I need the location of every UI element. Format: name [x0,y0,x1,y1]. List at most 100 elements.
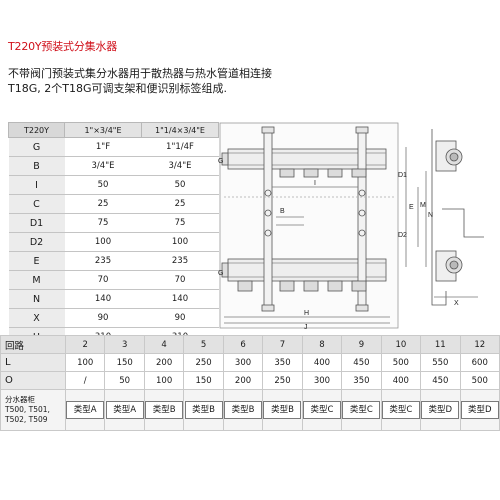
length-o-value: 50 [104,371,145,390]
spec-value: 100 [141,232,219,252]
spec-label: X [8,308,65,328]
cabinet-type-cell: 类型C [301,389,343,431]
spec-value: 100 [64,232,142,252]
spec-header-size-1: 1"×3/4"E [64,122,142,138]
length-o-value: 500 [459,371,500,390]
spec-value: 75 [64,213,142,233]
spec-label: M [8,270,65,290]
cabinet-type-label-line-2: T500, T501, [5,405,50,414]
spec-value: 25 [64,194,142,214]
cabinet-type-cell: 类型C [380,389,422,431]
spec-value: 3/4"E [141,156,219,176]
cabinet-type-badge: 类型C [342,401,381,419]
spec-value: 50 [141,175,219,195]
spec-label: C [8,194,65,214]
length-l-value: 600 [459,353,500,372]
spec-value: 3/4"E [64,156,142,176]
spec-label: N [8,289,65,309]
dim-m: M [420,202,426,209]
dim-g-bottom: G [218,270,223,277]
length-o-value: 350 [341,371,382,390]
spec-value: 25 [141,194,219,214]
length-o-value: 450 [420,371,461,390]
cabinet-type-cell: 类型D [420,389,461,431]
dim-h: H [304,310,309,317]
spec-label: E [8,251,65,271]
cabinet-type-cell: 类型A [64,389,106,431]
circuit-count: 2 [64,335,106,354]
circuit-table: 回路 2 3 4 5 6 7 8 9 10 11 12 L 100 150 20… [0,335,500,431]
spec-value: 140 [64,289,142,309]
circuit-count: 6 [222,335,264,354]
product-description: 不带阀门预装式集分水器用于散热器与热水管道相连接 T18G, 2个T18G可调支… [8,66,488,96]
circuits-label: 回路 [0,335,66,354]
cabinet-type-cell: 类型B [262,389,303,431]
dim-i: I [314,180,316,187]
spec-value: 70 [64,270,142,290]
length-l-value: 300 [222,353,264,372]
circuit-count: 3 [104,335,145,354]
length-l-value: 100 [64,353,106,372]
length-o-value: 300 [301,371,343,390]
length-o-value: 200 [222,371,264,390]
dim-d2: D2 [398,232,407,239]
length-l-value: 500 [380,353,422,372]
spec-value: 90 [141,308,219,328]
length-l-value: 450 [341,353,382,372]
length-l-value: 400 [301,353,343,372]
spec-header-size-2: 1"1/4×3/4"E [141,122,219,138]
circuit-count: 4 [143,335,185,354]
cabinet-type-cell: 类型B [183,389,224,431]
circuit-count: 10 [380,335,422,354]
cabinet-type-badge: 类型B [145,401,184,419]
cabinet-type-cell: 类型B [143,389,185,431]
description-line-2: T18G, 2个T18G可调支架和便识别标签组成. [8,82,227,95]
circuit-count: 8 [301,335,343,354]
cabinet-type-cell: 类型C [341,389,382,431]
spec-value: 235 [141,251,219,271]
spec-label: G [8,137,65,157]
length-o-value: 150 [183,371,224,390]
spec-value: 1"1/4F [141,137,219,157]
dim-g-top: G [218,158,223,165]
cabinet-type-cell: 类型A [104,389,145,431]
length-l-value: 200 [143,353,185,372]
length-l-value: 350 [262,353,303,372]
cabinet-type-label: 分水器柜 T500, T501, T502, T509 [0,389,66,431]
description-line-1: 不带阀门预装式集分水器用于散热器与热水管道相连接 [8,67,272,80]
cabinet-type-badge: 类型C [302,401,341,419]
length-o-value: 250 [262,371,303,390]
length-o-label: O [0,371,66,390]
length-o-value: 100 [143,371,185,390]
spec-value: 70 [141,270,219,290]
manifold-technical-drawing: G G B I D1 D2 E H J M N X [218,122,484,331]
cabinet-type-label-line-3: T502, T509 [5,415,48,424]
dim-n: N [428,212,433,219]
spec-value: 140 [141,289,219,309]
spec-header-model: T220Y [8,122,65,138]
cabinet-type-badge: 类型A [66,401,105,419]
cabinet-type-row: 分水器柜 T500, T501, T502, T509 类型A 类型A 类型B … [0,389,500,431]
dim-e: E [409,204,414,211]
spec-value: 1"F [64,137,142,157]
cabinet-type-label-line-1: 分水器柜 [5,395,35,404]
length-l-value: 550 [420,353,461,372]
spec-value: 50 [64,175,142,195]
circuit-count: 11 [420,335,461,354]
length-o-row: O / 50 100 150 200 250 300 350 400 450 5… [0,371,500,390]
cabinet-type-badge: 类型B [263,401,302,419]
dim-x: X [454,300,459,307]
spec-header-row: T220Y 1"×3/4"E 1"1/4×3/4"E [8,122,219,138]
spec-label: D2 [8,232,65,252]
circuit-count: 5 [183,335,224,354]
cabinet-type-cell: 类型B [222,389,264,431]
circuit-count: 7 [262,335,303,354]
spec-value: 75 [141,213,219,233]
